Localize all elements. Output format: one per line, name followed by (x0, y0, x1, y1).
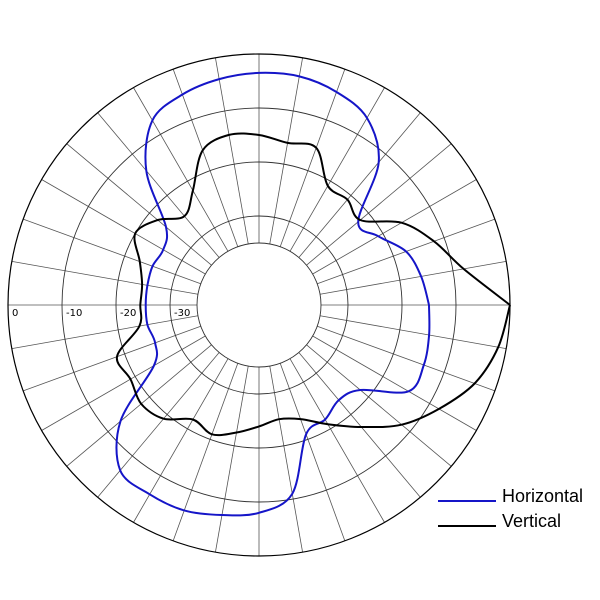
spoke-line (312, 335, 477, 431)
spoke-line (23, 218, 201, 285)
series-line-vertical (115, 132, 511, 437)
legend: Horizontal Vertical (438, 484, 583, 534)
radial-tick-label: -30 (174, 308, 190, 319)
spoke-line (306, 143, 452, 266)
legend-label-vertical: Vertical (502, 511, 562, 531)
spoke-line (41, 179, 206, 275)
spoke-line (23, 325, 201, 392)
grid-ring (169, 215, 349, 395)
spoke-line (298, 112, 421, 258)
spoke-line (11, 261, 199, 295)
radial-tick-label: -20 (120, 308, 136, 319)
legend-item-horizontal: Horizontal (438, 484, 583, 509)
spoke-line (215, 365, 249, 553)
spoke-line (97, 112, 220, 258)
spoke-line (66, 143, 212, 266)
series-line-horizontal (115, 71, 431, 517)
grid-ring (61, 107, 457, 503)
spoke-line (97, 352, 220, 498)
spoke-line (319, 261, 507, 295)
spoke-line (133, 87, 229, 252)
legend-label-horizontal: Horizontal (502, 486, 584, 506)
grid-ring (115, 161, 403, 449)
spoke-line (215, 57, 249, 245)
spoke-line (172, 69, 239, 247)
spoke-line (269, 365, 303, 553)
spoke-line (289, 358, 385, 523)
radial-tick-label: 0 (12, 308, 18, 319)
spoke-line (279, 69, 346, 247)
radial-tick-label: -10 (66, 308, 82, 319)
spoke-line (66, 344, 212, 467)
spoke-line (289, 87, 385, 252)
spoke-line (269, 57, 303, 245)
series-group (115, 71, 511, 517)
legend-swatch-horizontal (438, 499, 496, 502)
spoke-line (306, 344, 452, 467)
spoke-line (298, 352, 421, 498)
spoke-line (11, 315, 199, 349)
spoke-line (317, 325, 495, 392)
angular-grid (8, 54, 510, 556)
spoke-line (41, 335, 206, 431)
spoke-line (319, 315, 507, 349)
inner-ring (196, 242, 322, 368)
spoke-line (279, 363, 346, 541)
spoke-line (312, 179, 477, 275)
legend-item-vertical: Vertical (438, 509, 583, 534)
legend-swatch-vertical (438, 524, 496, 527)
radial-tick-labels: 0 -10 -20 -30 (12, 308, 190, 319)
